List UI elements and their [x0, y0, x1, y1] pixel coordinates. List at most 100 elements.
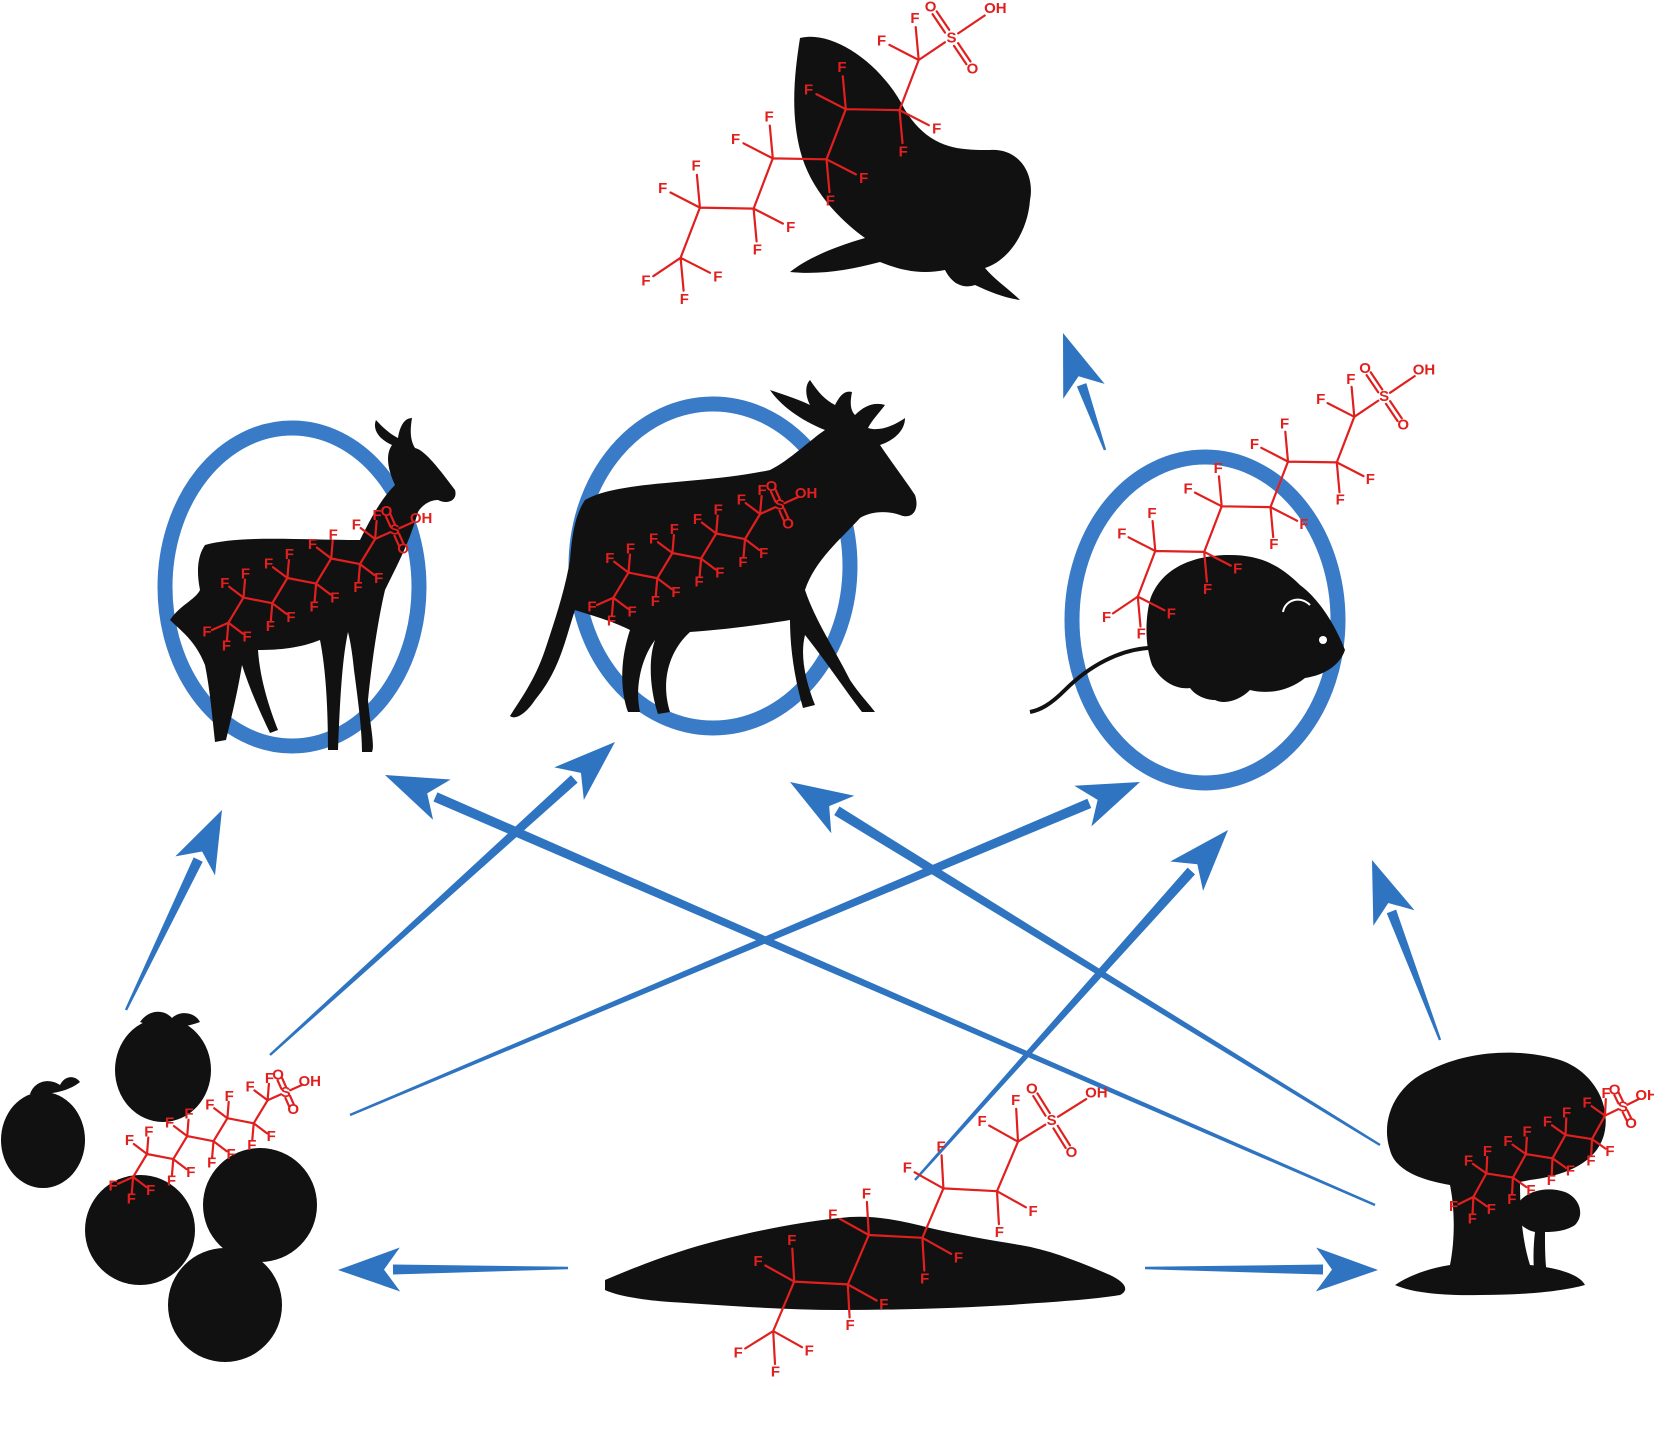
arrow-berries-to-vole: [349, 798, 1092, 1117]
fluorine-atom: F: [859, 170, 868, 187]
deer-node: [157, 418, 456, 754]
fluorine-atom: F: [691, 157, 700, 174]
fluorine-atom: F: [167, 1173, 176, 1190]
moose-node: [510, 380, 917, 736]
fluorine-atom: F: [146, 1182, 155, 1199]
sulfur-atom: S: [390, 522, 400, 539]
owl-node: [790, 36, 1031, 300]
mushroom-node: [1386, 1052, 1606, 1296]
soil-node: [605, 1216, 1126, 1310]
arrowhead-soil-to-mushroom: [1315, 1247, 1378, 1292]
molecule-bonds: [117, 1077, 304, 1195]
fluorine-atom: F: [1250, 436, 1259, 453]
fluorine-atom: F: [764, 108, 773, 125]
fluorine-atom: F: [329, 527, 338, 544]
fluorine-atom: F: [202, 624, 211, 641]
fluorine-atom: F: [1582, 1094, 1591, 1111]
fluorine-atom: F: [607, 613, 616, 630]
sulfur-atom: S: [281, 1084, 291, 1101]
fluorine-atom: F: [899, 143, 908, 160]
fluorine-atom: F: [1336, 491, 1345, 508]
fluorine-atom: F: [737, 491, 746, 508]
fluorine-atom: F: [862, 1185, 871, 1202]
arrowhead-mushroom-to-vole: [1372, 860, 1415, 926]
fluorine-atom: F: [693, 511, 702, 528]
oxygen-atom: O: [1026, 1081, 1038, 1098]
oxygen-atom: O: [782, 515, 794, 532]
oxygen-atom: O: [381, 503, 393, 520]
arrowhead-mushroom-to-moose: [790, 782, 855, 834]
hydroxyl-group: OH: [795, 485, 818, 502]
fluorine-atom: F: [738, 554, 747, 571]
fluorine-atom: F: [626, 541, 635, 558]
fluorine-atom: F: [225, 1088, 234, 1105]
fluorine-atom: F: [651, 593, 660, 610]
fluorine-atom: F: [649, 530, 658, 547]
arrowhead-mushroom-to-deer: [385, 775, 451, 820]
fluorine-atom: F: [247, 1137, 256, 1154]
vole-eye-icon: [1319, 636, 1327, 644]
fluorine-atom: F: [308, 536, 317, 553]
food-web-arrows: [124, 333, 1442, 1292]
fluorine-atom: F: [805, 1343, 814, 1360]
hydroxyl-group: OH: [1635, 1087, 1654, 1104]
fluorine-atom: F: [695, 574, 704, 591]
hydroxyl-group: OH: [299, 1073, 322, 1090]
fluorine-atom: F: [628, 603, 637, 620]
fluorine-atom: F: [352, 516, 361, 533]
sulfur-atom: S: [775, 497, 785, 514]
arrow-soil-to-vole: [914, 867, 1196, 1181]
vole-tail-icon: [1029, 646, 1149, 714]
fluorine-atom: F: [267, 1128, 276, 1145]
molecule-bonds: [652, 10, 986, 292]
oxygen-atom: O: [1609, 1082, 1621, 1099]
fluorine-atom: F: [1449, 1198, 1458, 1215]
fluorine-atom: F: [828, 1206, 837, 1223]
fluorine-atom: F: [1102, 609, 1111, 626]
fluorine-atom: F: [372, 507, 381, 524]
berries-node: [1, 1011, 317, 1362]
hydroxyl-group: OH: [410, 510, 433, 527]
fluorine-atom: F: [1526, 1182, 1535, 1199]
fluorine-atom: F: [266, 618, 275, 635]
fluorine-atom: F: [932, 121, 941, 138]
fluorine-atom: F: [954, 1249, 963, 1266]
fluorine-atom: F: [1299, 516, 1308, 533]
fluorine-atom: F: [1543, 1114, 1552, 1131]
fluorine-atom: F: [353, 579, 362, 596]
fluorine-atom: F: [757, 482, 766, 499]
oxygen-atom: O: [272, 1067, 284, 1084]
arrowhead-vole-to-owl: [1063, 333, 1105, 399]
fluorine-atom: F: [786, 219, 795, 236]
fluorine-atom: F: [1346, 371, 1355, 388]
sulfur-atom: S: [1618, 1098, 1628, 1115]
deer-icon: [170, 418, 456, 752]
fluorine-atom: F: [1214, 460, 1223, 477]
raspberry-icon: [1, 1011, 211, 1188]
fluorine-atom: F: [1503, 1133, 1512, 1150]
fluorine-atom: F: [226, 1146, 235, 1163]
fluorine-atom: F: [837, 59, 846, 76]
oxygen-atom: O: [1066, 1144, 1078, 1161]
fluorine-atom: F: [641, 273, 650, 290]
fluorine-atom: F: [771, 1364, 780, 1381]
fluorine-atom: F: [754, 1253, 763, 1270]
fluorine-atom: F: [205, 1096, 214, 1113]
fluorine-atom: F: [184, 1106, 193, 1123]
fluorine-atom: F: [713, 268, 722, 285]
fluorine-atom: F: [1233, 561, 1242, 578]
fluorine-atom: F: [753, 242, 762, 259]
fluorine-atom: F: [127, 1190, 136, 1207]
fluorine-atom: F: [1316, 391, 1325, 408]
fluorine-atom: F: [1269, 536, 1278, 553]
moose-icon: [510, 380, 917, 718]
fluorine-atom: F: [1147, 505, 1156, 522]
fluorine-atom: F: [804, 82, 813, 99]
fluorine-atom: F: [759, 545, 768, 562]
